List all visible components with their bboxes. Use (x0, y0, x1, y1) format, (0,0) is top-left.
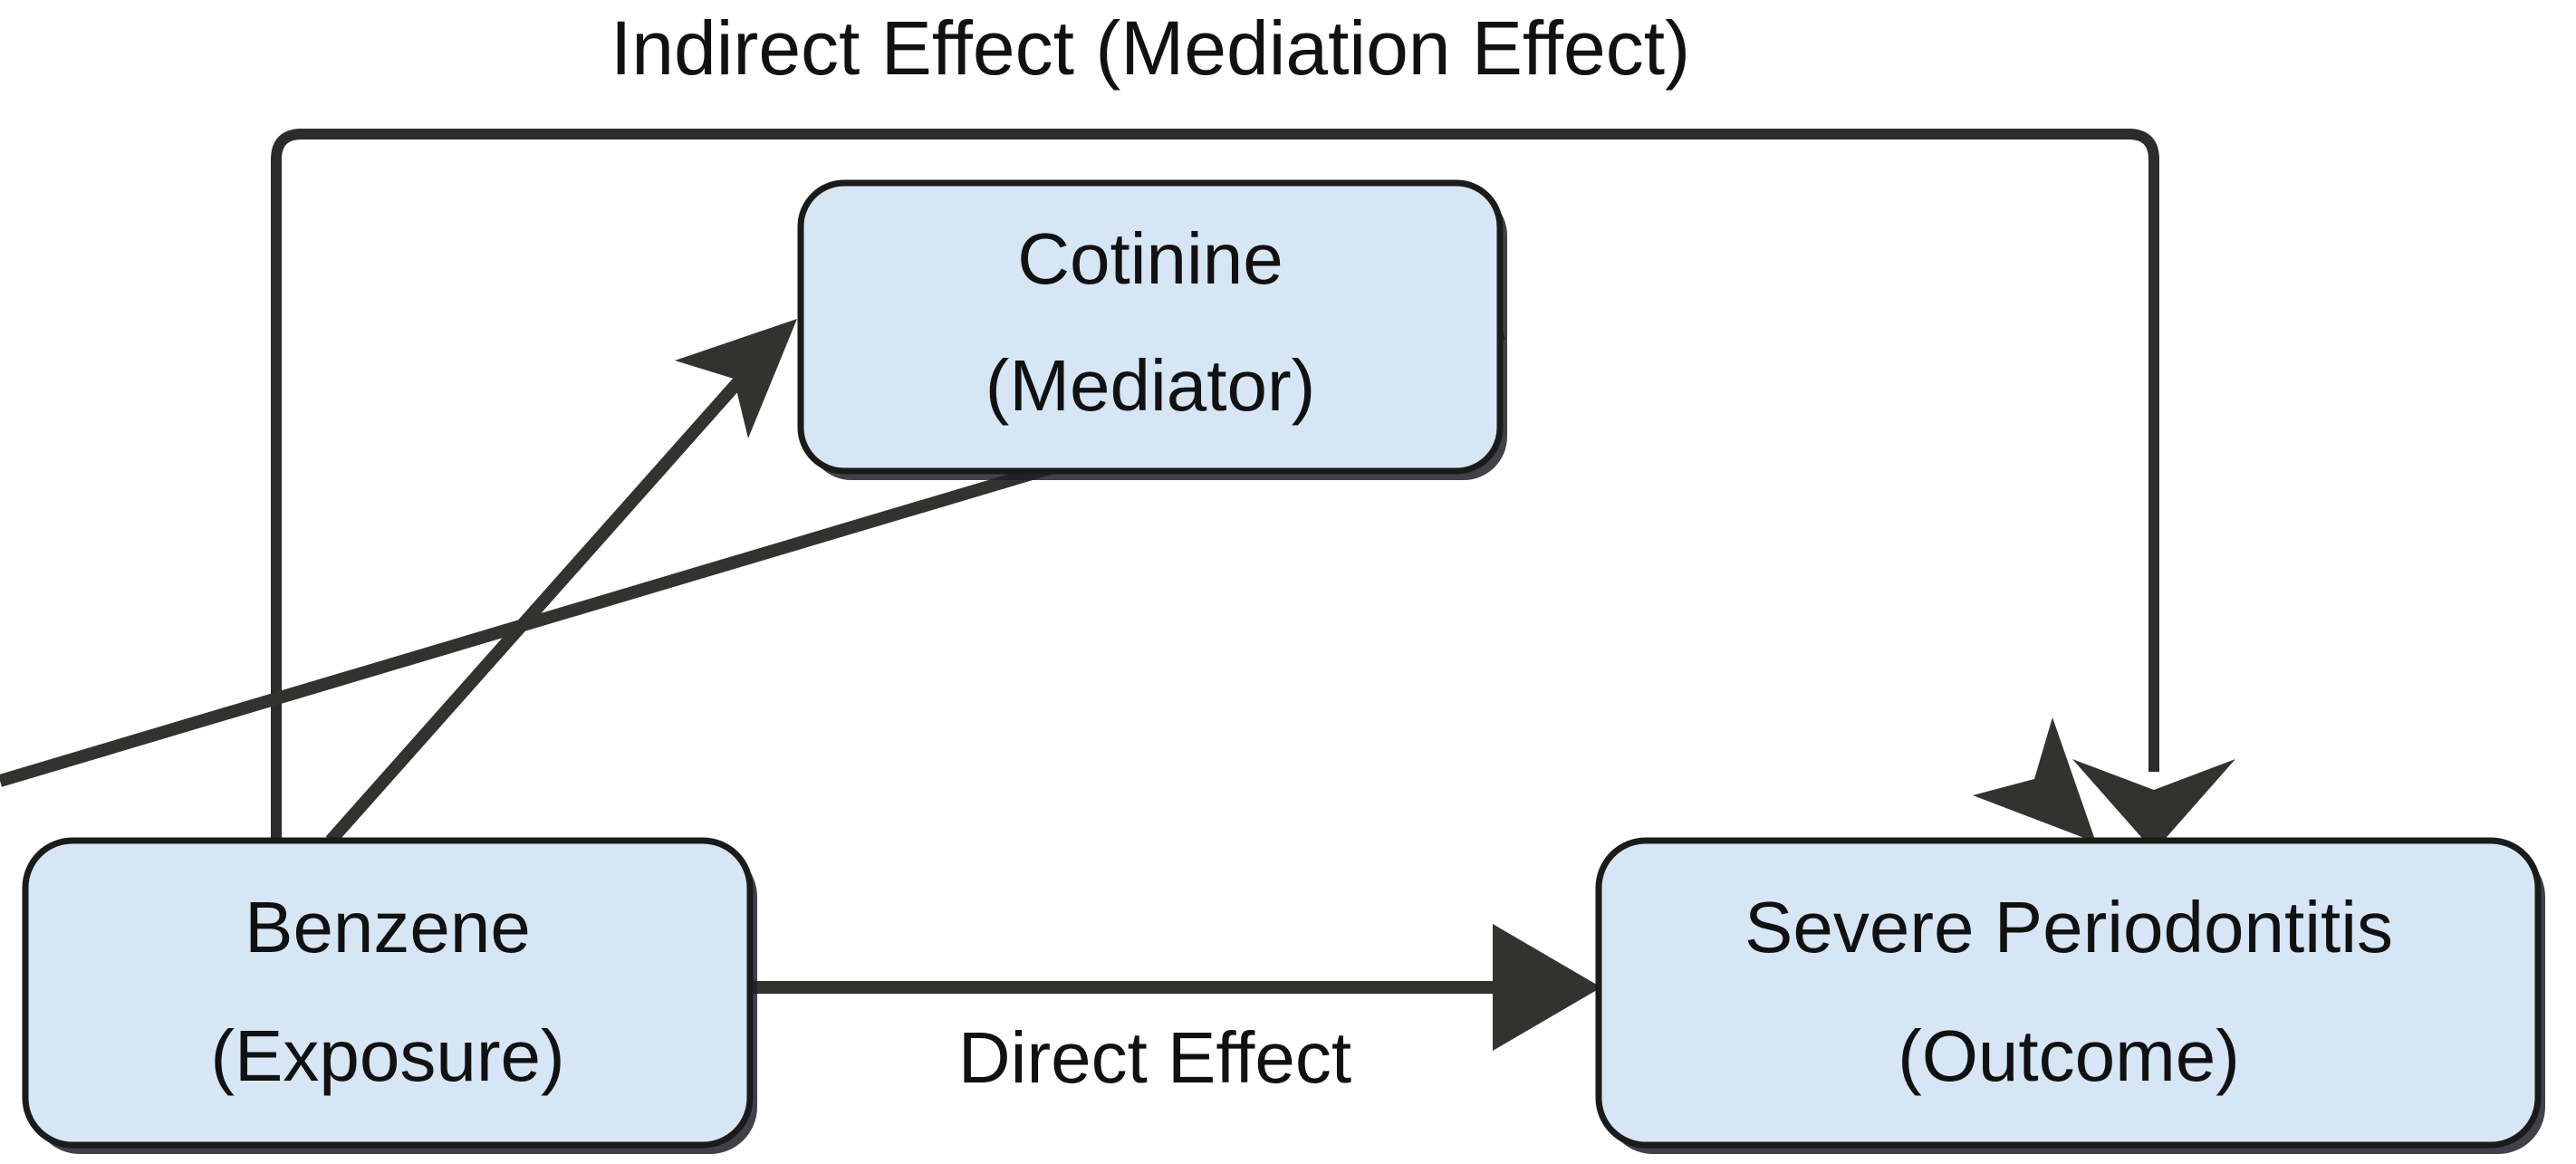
direct-effect-label: Direct Effect (958, 1017, 1351, 1098)
node-outcome[interactable]: Severe Periodontitis (Outcome) (1595, 837, 2545, 1154)
node-exposure-label-main: Benzene (245, 887, 531, 967)
exposure-to-mediator-arrowhead (675, 319, 797, 438)
node-exposure-label-sub: (Exposure) (210, 1015, 564, 1096)
node-exposure[interactable]: Benzene (Exposure) (22, 837, 757, 1154)
node-exposure-box (22, 837, 754, 1149)
node-mediator[interactable]: Cotinine (Mediator) (797, 179, 1507, 480)
node-mediator-label-main: Cotinine (1017, 218, 1283, 299)
node-outcome-label-main: Severe Periodontitis (1745, 887, 2393, 967)
mediator-to-outcome-arrowhead (1973, 717, 2096, 842)
node-mediator-label-sub: (Mediator) (985, 345, 1316, 426)
node-outcome-box (1595, 837, 2542, 1149)
node-mediator-box (797, 179, 1504, 475)
indirect-effect-bracket (271, 129, 2159, 841)
indirect-effect-title: Indirect Effect (Mediation Effect) (610, 5, 1690, 91)
node-outcome-label-sub: (Outcome) (1898, 1015, 2240, 1096)
indirect-effect-arrowhead (2072, 759, 2235, 851)
exposure-to-mediator-line (325, 372, 748, 845)
direct-effect-arrowhead (1493, 924, 1601, 1051)
